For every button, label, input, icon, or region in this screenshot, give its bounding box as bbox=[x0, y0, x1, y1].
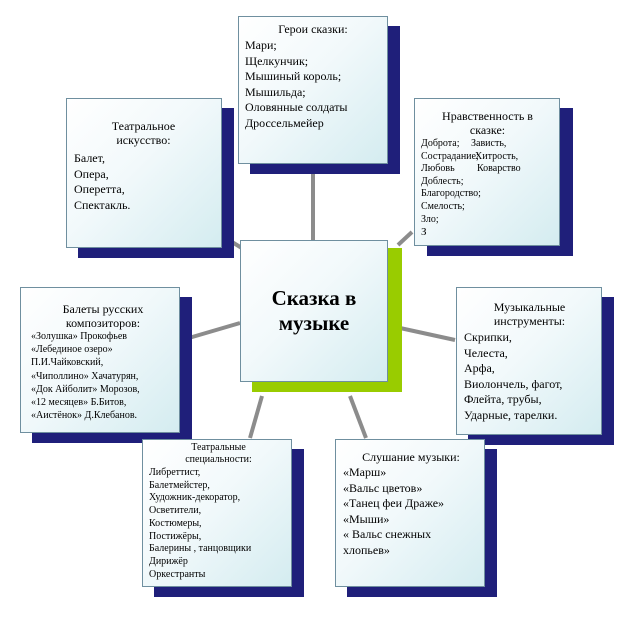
list-item: З bbox=[421, 226, 427, 239]
list-item: хлопьев» bbox=[343, 542, 390, 557]
list-item: Дирижёр bbox=[149, 555, 188, 567]
list-item: Мышильда; bbox=[245, 84, 306, 99]
morality-list: Доброта; Зависть, Сострадание; Хитрость,… bbox=[421, 138, 554, 239]
list-item: Челеста, bbox=[464, 345, 508, 360]
theatre-art-box: Театральное искусство: Балет, Опера, Опе… bbox=[66, 98, 222, 248]
list-item: Зло; bbox=[421, 213, 439, 225]
ballets-box: Балеты русских композиторов: «Золушка» П… bbox=[20, 287, 180, 433]
list-item: Мари; bbox=[245, 38, 277, 52]
heroes-box: Герои сказки: Мари; Щелкунчик; Мышиный к… bbox=[238, 16, 388, 164]
list-item: Скрипки, bbox=[464, 330, 512, 344]
instruments-list: Скрипки, Челеста, Арфа, Виолончель, фаго… bbox=[464, 330, 595, 423]
ballets-list: «Золушка» Прокофьев «Лебединое озеро» П.… bbox=[31, 330, 175, 422]
connector-morality bbox=[396, 230, 414, 247]
list-item: Дроссельмейер bbox=[245, 115, 324, 130]
listening-box: Слушание музыки: «Марш» «Вальс цветов» «… bbox=[335, 439, 485, 587]
connector-instruments bbox=[399, 326, 456, 342]
list-item: Любовь Коварство bbox=[421, 163, 521, 175]
list-item: «Вальс цветов» bbox=[343, 480, 423, 495]
list-item: П.И.Чайковский, bbox=[31, 357, 104, 369]
ballets-title: Балеты русских композиторов: bbox=[62, 302, 144, 330]
connector-specialties bbox=[248, 395, 264, 439]
listening-list: «Марш» «Вальс цветов» «Танец феи Драже» … bbox=[343, 465, 479, 558]
list-item: Ударные, тарелки. bbox=[464, 407, 558, 422]
list-item: Мышиный король; bbox=[245, 69, 342, 83]
list-item: Художник-декоратор, bbox=[149, 492, 241, 504]
specialties-list: Либреттист, Балетмейстер, Художник-декор… bbox=[149, 467, 288, 581]
list-item: Оркестранты bbox=[149, 568, 206, 580]
list-item: «Танец феи Драже» bbox=[343, 496, 445, 510]
list-item: Флейта, трубы, bbox=[464, 392, 542, 406]
instruments-title: Музыкальные инструменты: bbox=[493, 300, 566, 328]
list-item: Сострадание; Хитрость, bbox=[421, 150, 519, 162]
list-item: Постижёры, bbox=[149, 530, 202, 542]
listening-title: Слушание музыки: bbox=[362, 450, 460, 464]
theatre-art-list: Балет, Опера, Оперетта, Спектакль. bbox=[74, 151, 213, 213]
list-item: «Лебединое озеро» bbox=[31, 344, 113, 356]
list-item: Костюмеры, bbox=[149, 517, 202, 529]
list-item: Доблесть; bbox=[421, 175, 464, 187]
theatre-art-title: Театральное искусство: bbox=[111, 119, 176, 147]
list-item: Арфа, bbox=[464, 361, 495, 375]
list-item: «12 месяцев» Б.Битов, bbox=[31, 397, 127, 409]
list-item: Щелкунчик; bbox=[245, 53, 309, 68]
center-box: Сказка в музыке bbox=[240, 240, 388, 382]
morality-box: Нравственность в сказке: Доброта; Завист… bbox=[414, 98, 560, 246]
specialties-title: Театральные специальности: bbox=[185, 442, 252, 465]
list-item: Смелость; bbox=[421, 200, 465, 212]
heroes-list: Мари; Щелкунчик; Мышиный король; Мышильд… bbox=[245, 38, 381, 131]
list-item: Балерины , танцовщики bbox=[149, 543, 252, 555]
list-item: Опера, bbox=[74, 166, 109, 181]
list-item: «Док Айболит» Морозов, bbox=[31, 383, 140, 395]
list-item: Виолончель, фагот, bbox=[464, 376, 563, 391]
list-item: «Аистёнок» Д.Клебанов. bbox=[31, 410, 138, 422]
list-item: «Мыши» bbox=[343, 511, 390, 526]
list-item: Балетмейстер, bbox=[149, 479, 210, 491]
list-item: Либреттист, bbox=[149, 467, 201, 478]
list-item: « Вальс снежных bbox=[343, 527, 432, 541]
list-item: Спектакль. bbox=[74, 197, 131, 212]
list-item: «Марш» bbox=[343, 465, 387, 479]
instruments-box: Музыкальные инструменты: Скрипки, Челест… bbox=[456, 287, 602, 435]
list-item: Осветители, bbox=[149, 505, 202, 517]
list-item: «Золушка» Прокофьев bbox=[31, 331, 127, 342]
heroes-title: Герои сказки: bbox=[278, 22, 348, 36]
list-item: Благородство; bbox=[421, 188, 481, 200]
list-item: Оловянные солдаты bbox=[245, 100, 348, 114]
list-item: Оперетта, bbox=[74, 182, 125, 196]
morality-title: Нравственность в сказке: bbox=[442, 109, 533, 137]
list-item: Доброта; Зависть, bbox=[421, 138, 507, 149]
list-item: Балет, bbox=[74, 151, 105, 165]
connector-listening bbox=[348, 395, 368, 439]
center-title: Сказка в музыке bbox=[271, 286, 357, 335]
specialties-box: Театральные специальности: Либреттист, Б… bbox=[142, 439, 292, 587]
list-item: «Чиполлино» Хачатурян, bbox=[31, 370, 139, 382]
